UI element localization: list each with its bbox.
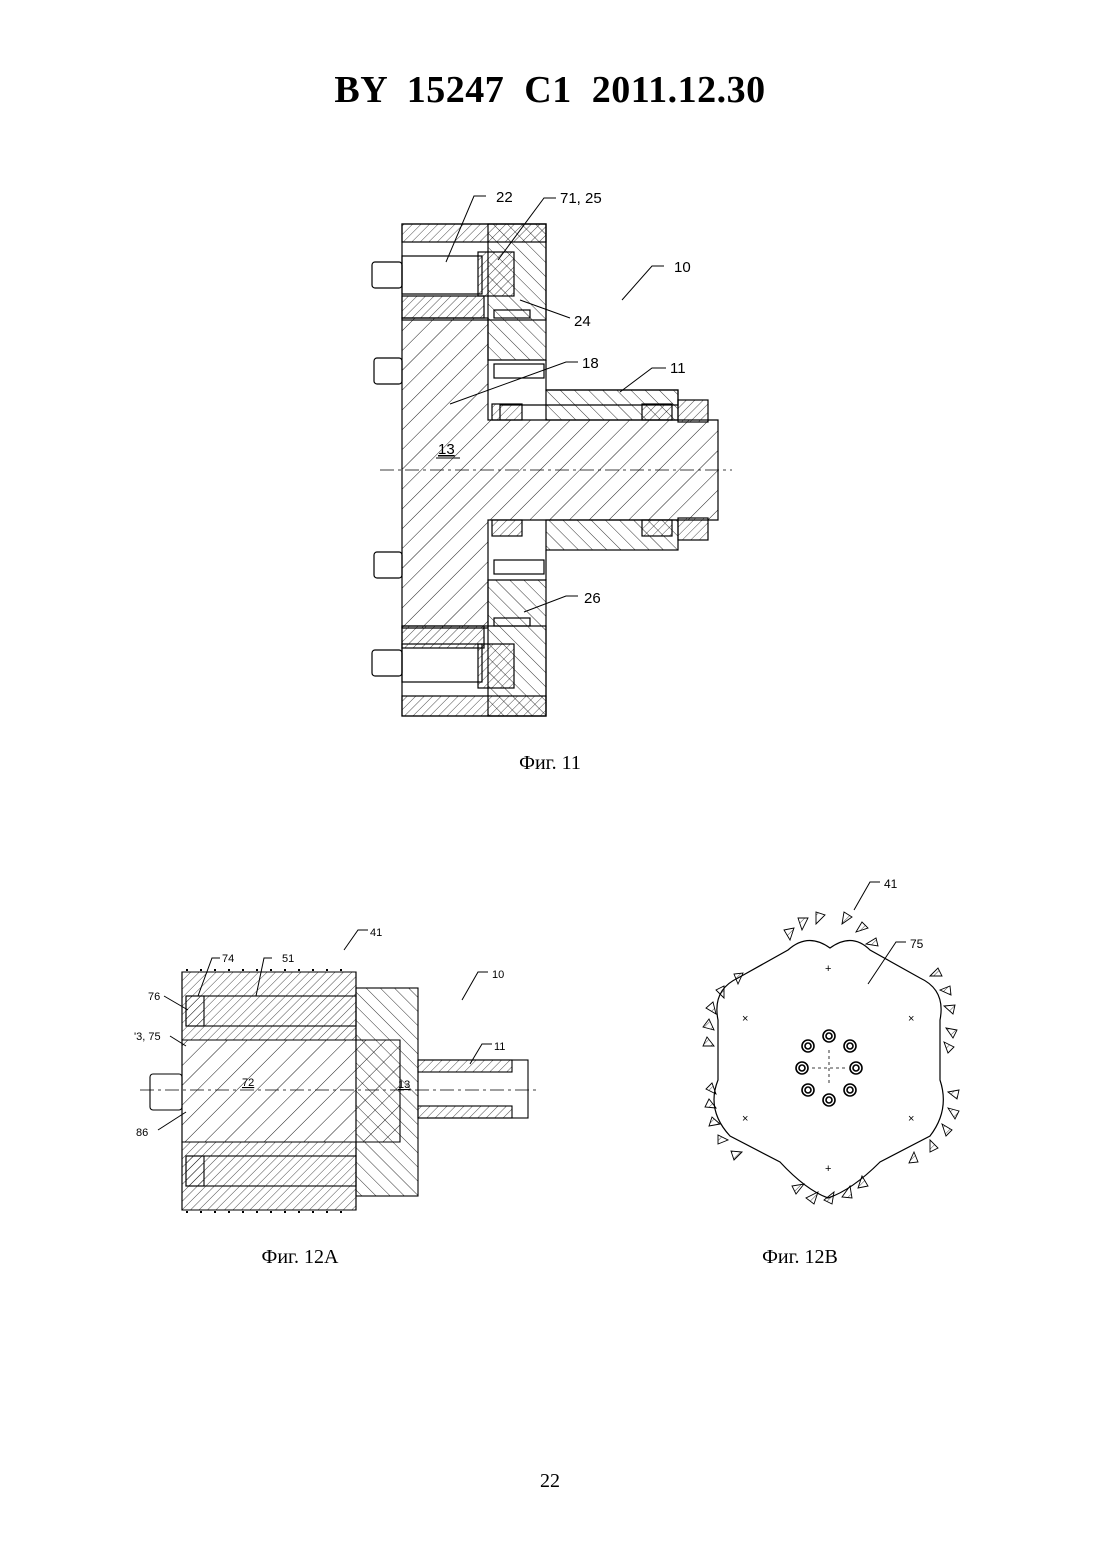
- page-number: 22: [0, 1470, 1100, 1493]
- svg-text:+: +: [825, 963, 831, 975]
- figure-11-drawing: 22 71, 25 10 24 18 11 13 26: [330, 180, 770, 740]
- fig12b-cutter-teeth: [703, 912, 959, 1204]
- fig12a-label-86: 86: [136, 1127, 148, 1139]
- fig11-label-18: 18: [582, 355, 599, 372]
- fig12a-label-72: 72: [242, 1077, 254, 1089]
- fig12a-caption: Фиг. 12А: [200, 1246, 400, 1269]
- fig11-caption: Фиг. 11: [450, 752, 650, 775]
- svg-text:+: +: [825, 1163, 831, 1175]
- fig11-label-22: 22: [496, 189, 513, 206]
- fig12b-leaders: [854, 882, 906, 984]
- fig12a-label-11: 11: [494, 1041, 505, 1053]
- fig12a-label-76: 76: [148, 991, 160, 1003]
- figure-12a-drawing: 74 51 41 10 76 '3, 75 11 72 13 86: [130, 920, 550, 1220]
- figure-12b-drawing: + + × × × × 41 75: [690, 870, 980, 1220]
- fig12b-cross-marks: + + × × × ×: [742, 963, 914, 1175]
- fig12a-label-51: 51: [282, 953, 294, 965]
- fig12b-center-mark: [812, 1050, 846, 1086]
- fig12a-label-10: 10: [492, 969, 504, 981]
- fig12b-caption: Фиг. 12В: [700, 1246, 900, 1269]
- fig12a-label-74: 74: [222, 953, 234, 965]
- fig12a-label-73-75: '3, 75: [134, 1031, 161, 1043]
- fig11-label-13: 13: [438, 441, 455, 458]
- svg-text:×: ×: [742, 1013, 748, 1025]
- fig12a-outline: [150, 972, 528, 1210]
- fig12a-label-41: 41: [370, 927, 382, 939]
- fig11-label-10: 10: [674, 259, 691, 276]
- svg-text:×: ×: [908, 1013, 914, 1025]
- svg-text:×: ×: [908, 1113, 914, 1125]
- svg-text:×: ×: [742, 1113, 748, 1125]
- fig11-label-71-25: 71, 25: [560, 190, 602, 207]
- fig11-label-24: 24: [574, 313, 591, 330]
- document-header: BY 15247 C1 2011.12.30: [0, 68, 1100, 112]
- fig12a-label-13: 13: [398, 1079, 410, 1091]
- fig11-label-26: 26: [584, 590, 601, 607]
- fig11-label-11: 11: [670, 360, 686, 377]
- fig12b-label-41: 41: [884, 877, 898, 891]
- fig12b-label-75: 75: [910, 937, 924, 951]
